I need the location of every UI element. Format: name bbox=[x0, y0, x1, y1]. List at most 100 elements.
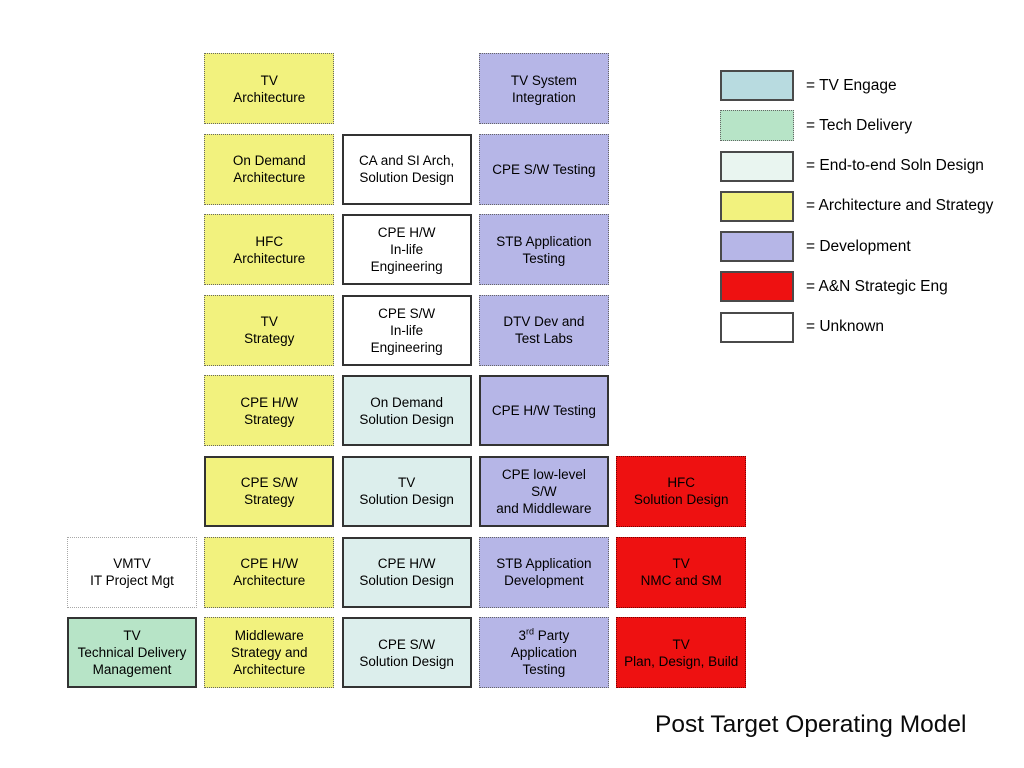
legend-row-tech-delivery: = Tech Delivery bbox=[720, 110, 993, 142]
box-label-line: NMC and SM bbox=[640, 573, 722, 589]
box-label-line: On Demand bbox=[232, 153, 306, 169]
legend-swatch-tv-engage bbox=[720, 70, 794, 101]
box-label-line: CPE low-level bbox=[501, 466, 586, 482]
box-label-segment: rd bbox=[526, 626, 535, 637]
box-label-line: TV bbox=[123, 628, 141, 644]
box-label-line: Test Labs bbox=[514, 331, 573, 347]
box-label-line: TV bbox=[672, 556, 690, 572]
legend-label: = End-to-end Soln Design bbox=[806, 157, 984, 175]
box-label-line: CPE S/W bbox=[378, 305, 436, 321]
legend-label: = Development bbox=[806, 237, 911, 255]
box-label-line: CPE H/W bbox=[240, 394, 299, 410]
box-label-line: In-life bbox=[390, 322, 424, 338]
grid-box-cpe-hw-testing: CPE H/W Testing bbox=[478, 375, 609, 447]
box-label-line: VMTV bbox=[113, 556, 151, 572]
box-label-line: TV System bbox=[510, 72, 577, 88]
box-label-line: DTV Dev and bbox=[503, 314, 585, 330]
box-label: CPE S/W Testing bbox=[492, 161, 595, 178]
box-label-line: Management bbox=[92, 662, 172, 678]
box-label-line: Application bbox=[510, 645, 577, 661]
legend-label: = Architecture and Strategy bbox=[806, 197, 994, 215]
box-label-line: Architecture bbox=[233, 170, 306, 186]
box-label-segment: 3 bbox=[518, 628, 526, 644]
legend-label: = TV Engage bbox=[806, 76, 897, 94]
legend-swatch-tech-delivery bbox=[720, 110, 794, 142]
box-label-line: CPE H/W bbox=[377, 556, 436, 572]
legend-swatch-unknown bbox=[720, 311, 794, 343]
box-label-line: CA and SI Arch, bbox=[358, 153, 455, 169]
legend-row-architecture-and-strategy: = Architecture and Strategy bbox=[720, 190, 994, 222]
grid-box-cpe-sw-testing: CPE S/W Testing bbox=[478, 133, 609, 205]
box-label-line: Strategy bbox=[244, 492, 295, 508]
box-label-line: CPE S/W bbox=[240, 475, 298, 491]
box-label-line: CPE H/W bbox=[240, 556, 299, 572]
box-label-line: Plan, Design, Build bbox=[624, 653, 739, 669]
box-label-line: Development bbox=[504, 573, 584, 589]
box-label-line: Solution Design bbox=[633, 492, 729, 508]
box-label-line: HFC bbox=[667, 475, 696, 491]
box-label-line: Strategy and bbox=[231, 645, 308, 661]
box-label-line: Strategy bbox=[244, 331, 295, 347]
box-label-line: Solution Design bbox=[359, 170, 454, 186]
box-label-line: IT Project Mgt bbox=[90, 573, 174, 589]
box-label-line: Testing bbox=[522, 250, 566, 266]
box-label-line: Solution Design bbox=[359, 653, 454, 669]
box-label-line: Technical Delivery bbox=[77, 645, 187, 661]
box-label-line: TV bbox=[672, 636, 690, 652]
box-label-line: TV bbox=[260, 314, 278, 330]
box-label-line: TV bbox=[397, 475, 416, 491]
box-label-line: STB Application bbox=[496, 556, 592, 572]
box-label: CA and SI Arch,Solution Design bbox=[359, 152, 454, 186]
box-label-line: Architecture bbox=[233, 250, 306, 266]
legend-swatch-end-to-end-soln-design bbox=[720, 150, 794, 182]
box-label-line: S/W bbox=[531, 483, 557, 499]
box-label-line: Architecture bbox=[233, 662, 306, 678]
legend-row-unknown: = Unknown bbox=[720, 311, 993, 343]
box-label-line: 3rd Party bbox=[511, 627, 577, 644]
page-title: Post Target Operating Model bbox=[655, 711, 967, 738]
legend: = TV Engage = Tech Delivery = End-to-end S… bbox=[720, 70, 993, 352]
box-label-line: Testing bbox=[522, 662, 566, 678]
box-label-line: Engineering bbox=[370, 339, 443, 355]
box-label-line: STB Application bbox=[496, 233, 592, 249]
box-label-line: TV bbox=[260, 72, 278, 88]
box-label-line: On Demand bbox=[370, 394, 443, 410]
box-label-line: Solution Design bbox=[359, 411, 454, 427]
box-label-line: Architecture bbox=[233, 573, 306, 589]
legend-row-an-strategic-eng: = A&N Strategic Eng bbox=[720, 271, 993, 303]
box-label-line: and Middleware bbox=[496, 500, 592, 516]
